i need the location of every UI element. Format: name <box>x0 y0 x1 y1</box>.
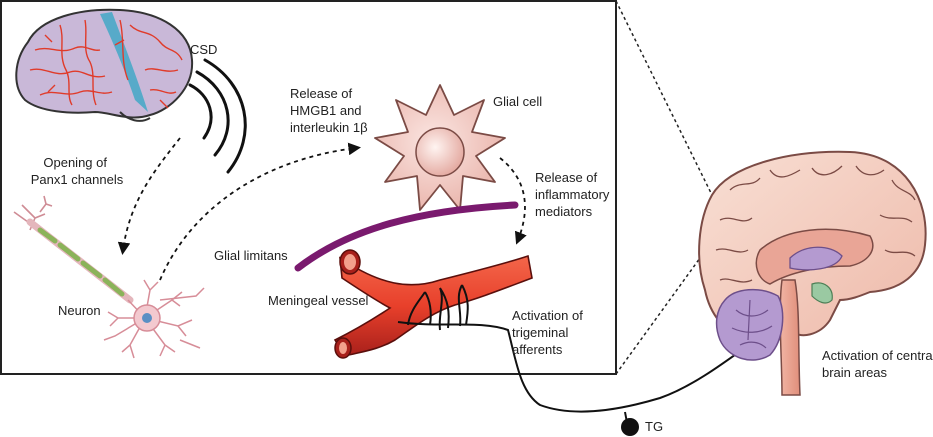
dashed-arrows <box>117 137 527 281</box>
zoom-lines <box>615 0 713 375</box>
label-opening-panx1: Opening of Panx1 channels <box>31 155 124 187</box>
label-activation-trigeminal: Activation of trigeminal afferents <box>512 308 586 357</box>
tg-ganglion <box>621 418 639 436</box>
label-activation-central-line2: brain areas <box>822 365 888 380</box>
label-release-inflammatory-line1: Release of <box>535 170 598 185</box>
label-opening-line1: Opening of <box>43 155 107 170</box>
signal-waves <box>188 58 247 174</box>
label-release-hmgb1-line2: HMGB1 and <box>290 103 362 118</box>
label-release-inflammatory: Release of inflammatory mediators <box>535 170 613 219</box>
glial-cell <box>374 84 506 211</box>
sagittal-brain <box>698 150 927 396</box>
label-release-inflammatory-line3: mediators <box>535 204 593 219</box>
label-release-inflammatory-line2: inflammatory <box>535 187 610 202</box>
label-release-hmgb1-line1: Release of <box>290 86 353 101</box>
label-glial-limitans: Glial limitans <box>214 248 288 263</box>
label-activation-central-line1: Activation of central <box>822 348 933 363</box>
label-csd: CSD <box>190 42 217 57</box>
label-meningeal-vessel: Meningeal vessel <box>268 293 369 308</box>
label-activation-central: Activation of central brain areas <box>822 348 933 380</box>
label-activation-trigeminal-line1: Activation of <box>512 308 583 323</box>
label-release-hmgb1: Release of HMGB1 and interleukin 1β <box>290 86 368 135</box>
label-activation-trigeminal-line3: afferents <box>512 342 563 357</box>
label-glial-cell: Glial cell <box>493 94 542 109</box>
glial-limitans-band <box>294 201 519 272</box>
panel-frame <box>0 0 617 375</box>
meningeal-vessel <box>333 249 533 359</box>
label-opening-line2: Panx1 channels <box>31 172 124 187</box>
csd-brain-illustration <box>15 8 194 122</box>
label-tg: TG <box>645 419 663 434</box>
neuron-illustration <box>13 195 205 359</box>
label-activation-trigeminal-line2: trigeminal <box>512 325 568 340</box>
label-release-hmgb1-line3: interleukin 1β <box>290 120 368 135</box>
label-neuron: Neuron <box>58 303 101 318</box>
